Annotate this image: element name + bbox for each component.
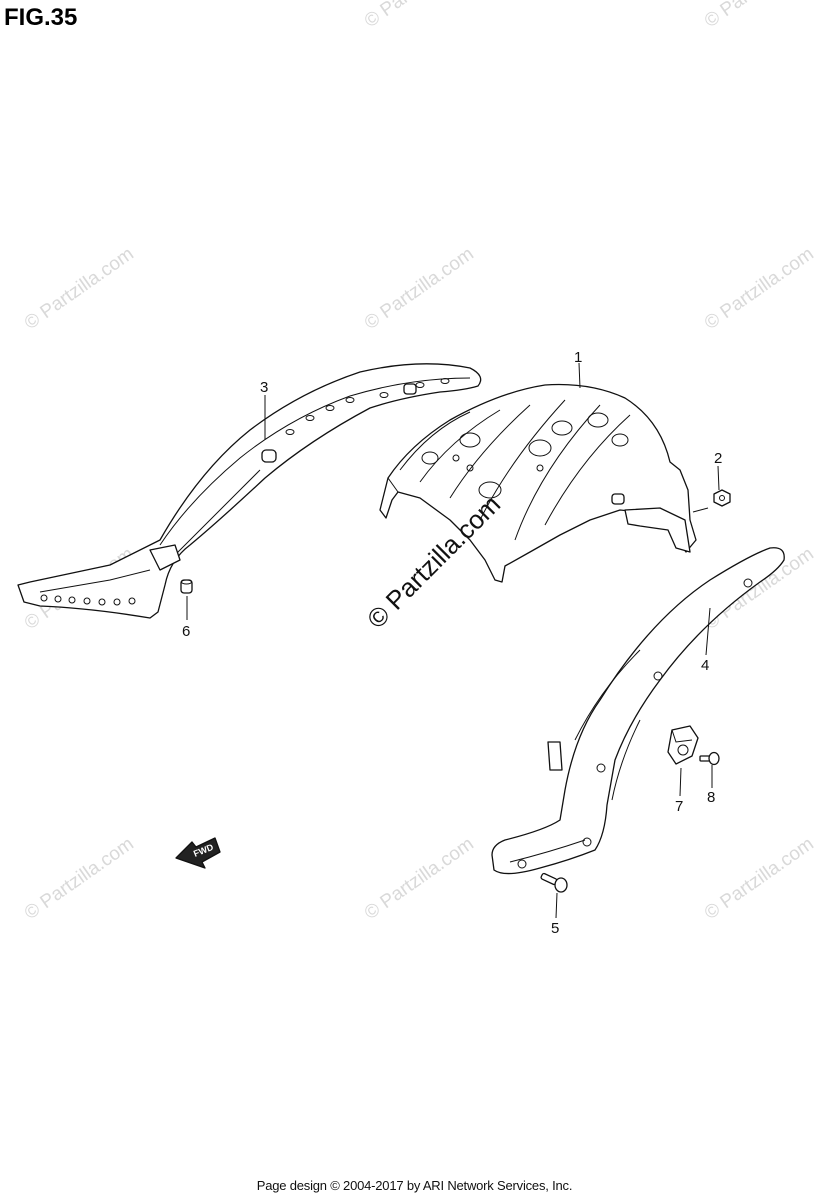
fwd-arrow: FWD — [175, 837, 221, 869]
part-7-clamp — [667, 725, 699, 765]
watermark: © Partzilla.com — [361, 243, 478, 334]
page-footer: Page design © 2004-2017 by ARI Network S… — [256, 1178, 573, 1193]
part-5-bolt — [540, 872, 568, 893]
part-2-nut — [713, 489, 731, 507]
watermark: © Partzilla.com — [21, 833, 138, 924]
callout-8: 8 — [707, 789, 715, 806]
watermark: © Partzilla.com — [21, 243, 138, 334]
part-3-left-rail — [17, 363, 482, 619]
callout-leaders — [186, 362, 720, 919]
callout-6: 6 — [182, 623, 190, 640]
callout-1: 1 — [574, 349, 582, 366]
watermark: © Partzilla.com — [361, 833, 478, 924]
part-1-center-cover — [379, 383, 697, 583]
watermark: © Partzilla.com — [701, 243, 818, 334]
part-4-right-rail — [491, 547, 785, 875]
rail-holes — [40, 378, 450, 606]
callout-5: 5 — [551, 920, 559, 937]
watermark: © Partzilla.com — [701, 0, 818, 32]
part-6-grommet — [180, 579, 193, 594]
callout-3: 3 — [260, 379, 268, 396]
watermark: © Partzilla.com — [361, 0, 478, 32]
part-8-screw — [699, 751, 720, 766]
callout-2: 2 — [714, 450, 722, 467]
watermark: © Partzilla.com — [701, 833, 818, 924]
callout-7: 7 — [675, 798, 683, 815]
callout-4: 4 — [701, 657, 709, 674]
figure-title: FIG.35 — [4, 4, 78, 31]
